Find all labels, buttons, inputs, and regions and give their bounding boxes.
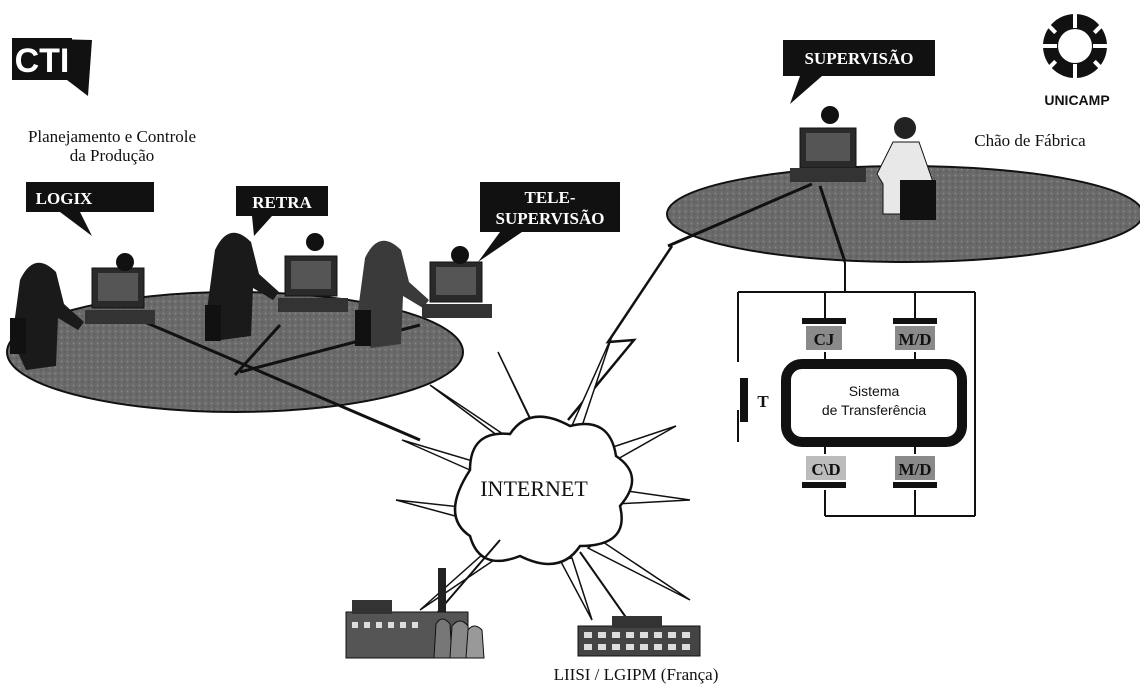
terminal-t-label: T xyxy=(757,392,769,411)
internet-label: INTERNET xyxy=(480,476,588,501)
wireless-link xyxy=(567,245,674,421)
partner-caption: LIISI / LGIPM (França) xyxy=(554,665,719,684)
retra-label: RETRA xyxy=(252,193,312,212)
tele-supervisao-bubble: TELE- SUPERVISÃO xyxy=(478,182,620,262)
workstation-tele-supervisao xyxy=(355,240,492,348)
unicamp-logo-text: UNICAMP xyxy=(1044,92,1109,108)
supervision-links xyxy=(667,182,847,263)
tele-label-line2: SUPERVISÃO xyxy=(496,209,605,228)
planning-caption-line1: Planejamento e Controle xyxy=(28,127,196,146)
workstation-retra xyxy=(205,232,348,341)
unicamp-logo: UNICAMP xyxy=(1039,10,1111,108)
cti-logo-text: CTI xyxy=(15,42,70,80)
supervisao-label: SUPERVISÃO xyxy=(805,49,914,68)
workstation-supervisao xyxy=(790,106,936,220)
terminal-t: T xyxy=(740,378,769,422)
supervisao-bubble: SUPERVISÃO xyxy=(783,40,935,104)
transfer-label-line1: Sistema xyxy=(849,383,900,399)
logix-label: LOGIX xyxy=(36,189,93,208)
internet-cloud: INTERNET xyxy=(395,335,691,621)
station-md-bottom-label: M/D xyxy=(898,460,931,479)
station-md-top-label: M/D xyxy=(898,330,931,349)
station-md-bottom: M/D xyxy=(893,456,937,488)
station-cj: CJ xyxy=(802,318,846,350)
shop-floor-caption: Chão de Fábrica xyxy=(974,131,1086,150)
cti-logo: CTI xyxy=(12,38,92,96)
site-links xyxy=(437,539,633,627)
planning-caption-line2: da Produção xyxy=(70,146,155,165)
station-cd-label: C\D xyxy=(811,460,840,479)
plant-wiring xyxy=(737,262,976,517)
station-cd: C\D xyxy=(802,456,846,488)
lab-building-icon xyxy=(577,616,701,657)
tele-label-line1: TELE- xyxy=(524,188,575,207)
transfer-label-line2: de Transferência xyxy=(822,402,926,418)
retra-bubble: RETRA xyxy=(236,186,328,236)
station-md-top: M/D xyxy=(893,318,937,350)
transfer-system: Sistema de Transferência xyxy=(781,359,967,447)
logix-bubble: LOGIX xyxy=(26,182,154,236)
factory-icon xyxy=(345,568,485,659)
station-cj-label: CJ xyxy=(814,330,835,349)
workstation-logix xyxy=(10,253,155,370)
